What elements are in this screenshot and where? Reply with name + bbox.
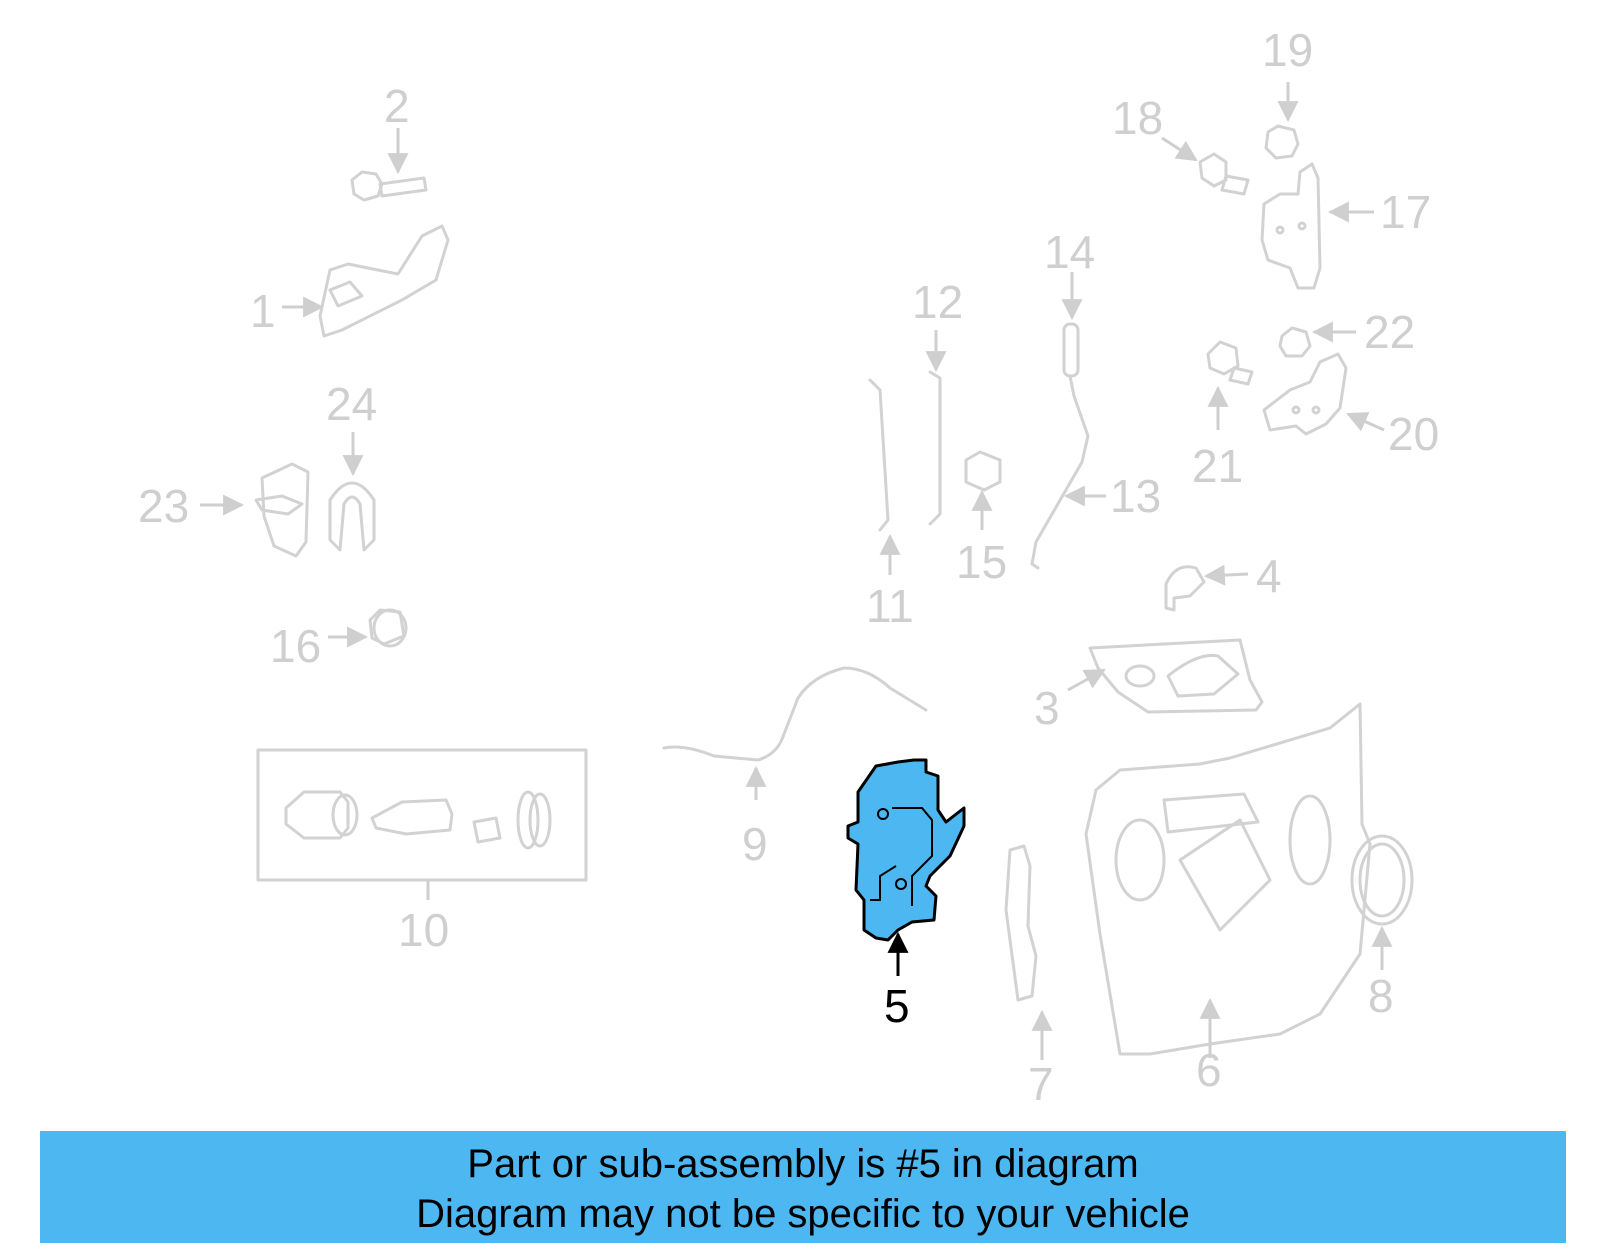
callout-20: 20 (1388, 408, 1439, 460)
callout-19: 19 (1262, 24, 1313, 76)
callout-23: 23 (138, 480, 189, 532)
part-22-nut (1278, 321, 1356, 358)
callout-3: 3 (1034, 682, 1060, 734)
callout-17: 17 (1380, 186, 1431, 238)
part-1-handle (282, 224, 450, 338)
part-23-striker (200, 462, 310, 558)
callout-21: 21 (1192, 440, 1243, 492)
callout-6: 6 (1196, 1044, 1222, 1096)
part-9-cable (662, 666, 928, 800)
part-4-grommet (1164, 564, 1249, 612)
part-7-bracket (1004, 844, 1053, 1060)
callout-13: 13 (1110, 470, 1161, 522)
part-11-rod (868, 378, 901, 575)
callout-5: 5 (884, 980, 910, 1032)
part-21-bolt (1206, 340, 1254, 430)
info-banner: Part or sub-assembly is #5 in diagram Di… (40, 1131, 1566, 1243)
part-18-bolt (1161, 136, 1250, 196)
callout-14: 14 (1044, 226, 1095, 278)
part-5-door-latch (846, 758, 966, 976)
part-2-bolt (350, 128, 428, 202)
part-8-speaker-ring (1350, 834, 1414, 970)
part-12-rod (925, 330, 947, 526)
callout-18: 18 (1112, 92, 1163, 144)
callout-2: 2 (384, 80, 410, 132)
callout-4: 4 (1256, 550, 1282, 602)
banner-line-part: Part or sub-assembly is #5 in diagram (467, 1142, 1139, 1186)
part-20-bracket (1262, 352, 1385, 436)
callout-22: 22 (1364, 306, 1415, 358)
part-14-sleeve (1061, 272, 1083, 378)
callout-9: 9 (742, 818, 768, 870)
callout-10: 10 (398, 904, 449, 956)
banner-line-disclaimer: Diagram may not be specific to your vehi… (416, 1192, 1190, 1236)
callout-8: 8 (1368, 970, 1394, 1022)
callout-24: 24 (326, 378, 377, 430)
callout-16: 16 (270, 620, 321, 672)
callout-15: 15 (956, 536, 1007, 588)
part-19-nut (1264, 82, 1300, 160)
callout-11: 11 (866, 580, 914, 632)
part-6-door-module (1084, 702, 1372, 1058)
callout-12: 12 (912, 276, 963, 328)
part-17-bracket (1260, 162, 1374, 290)
part-16-bumper (328, 608, 408, 648)
callout-7: 7 (1028, 1058, 1054, 1110)
part-24-clip (328, 432, 376, 552)
part-15-clip (964, 450, 1002, 530)
part-13-rod (1030, 374, 1106, 570)
callout-1: 1 (250, 285, 276, 337)
part-3-inside-handle (1067, 638, 1264, 714)
part-10-lock-cylinder-kit (256, 748, 588, 900)
